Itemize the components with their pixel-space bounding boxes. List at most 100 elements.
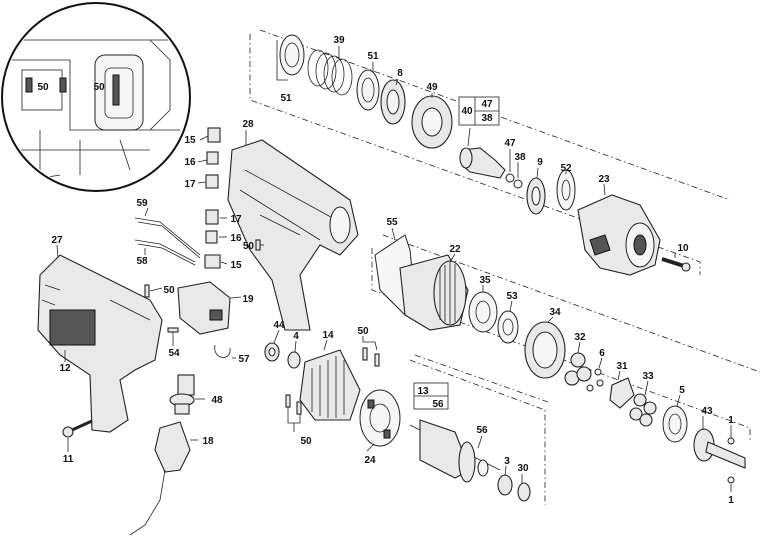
callout-51-left: 51 (280, 93, 292, 104)
callout-44: 44 (273, 320, 285, 331)
callout-35: 35 (479, 275, 491, 286)
callout-17-mid: 17 (230, 214, 242, 225)
callout-12: 12 (59, 363, 71, 374)
callout-56: 56 (476, 425, 488, 436)
planet-gears-33 (629, 393, 657, 427)
callout-6: 6 (599, 348, 605, 359)
callout-16-top: 16 (184, 157, 196, 168)
box-label-56: 56 (432, 399, 444, 410)
callout-54: 54 (168, 348, 180, 359)
leader-lines (56, 40, 732, 492)
pin-50-a (255, 239, 261, 251)
washer-51-right (356, 69, 380, 111)
callout-16-mid: 16 (230, 233, 242, 244)
washer-35 (468, 291, 498, 333)
callout-18: 18 (202, 436, 214, 447)
callout-39: 39 (333, 35, 345, 46)
callout-23: 23 (598, 174, 610, 185)
detail-inset: 50 50 (1, 2, 191, 192)
inset-label-50-right: 50 (93, 82, 105, 93)
trigger-rods (134, 217, 201, 266)
gear-housing-23 (577, 194, 661, 276)
box-label-38: 38 (481, 113, 493, 124)
callout-57: 57 (238, 354, 250, 365)
callout-17-top: 17 (184, 179, 196, 190)
callout-32: 32 (574, 332, 586, 343)
screw-11 (62, 419, 93, 438)
box-label-47: 47 (481, 99, 493, 110)
callout-58: 58 (136, 256, 148, 267)
ring-5 (662, 405, 688, 443)
box-40-47-38: 40 47 38 (458, 96, 500, 126)
spindle-43 (693, 428, 746, 469)
armature-56 (409, 419, 501, 483)
callout-1-lower: 1 (728, 495, 734, 506)
switch-parts-top (205, 127, 221, 189)
callout-53: 53 (506, 291, 518, 302)
washer-53 (497, 310, 519, 344)
ball-1-lower (727, 476, 735, 484)
inset-label-50-left: 50 (37, 82, 49, 93)
bearing-4 (287, 351, 301, 369)
spring-39 (307, 49, 353, 96)
carrier-31 (609, 377, 635, 409)
bearing-3 (497, 474, 513, 496)
pinion-30 (517, 482, 531, 502)
gear-case-22 (399, 254, 469, 331)
callout-15-top: 15 (184, 135, 196, 146)
callout-8: 8 (397, 68, 403, 79)
box-13-56: 13 56 (413, 382, 449, 410)
pin-54 (167, 327, 179, 333)
callout-47: 47 (504, 138, 516, 149)
switch-19 (177, 281, 231, 335)
callout-50-motor: 50 (357, 326, 369, 337)
ball-1-upper (727, 437, 735, 445)
callout-24: 24 (364, 455, 376, 466)
callout-30: 30 (517, 463, 529, 474)
field-coil-14 (299, 349, 361, 421)
housing-shell-28 (227, 139, 359, 331)
callout-38: 38 (514, 152, 526, 163)
callout-4: 4 (293, 331, 299, 342)
spring-clip-57 (214, 344, 231, 358)
box-label-13: 13 (417, 386, 429, 397)
callout-50-lower: 50 (300, 436, 312, 447)
callout-22: 22 (449, 244, 461, 255)
callout-28: 28 (242, 119, 254, 130)
callout-14: 14 (322, 330, 334, 341)
housing-shell-27 (37, 254, 163, 433)
cord-protector-48 (169, 374, 195, 415)
callout-19: 19 (242, 294, 254, 305)
callout-1-upper: 1 (728, 415, 734, 426)
washer-52 (556, 169, 576, 211)
callout-9: 9 (537, 157, 543, 168)
planet-gears-32 (564, 352, 592, 386)
callout-49: 49 (426, 82, 438, 93)
pins-50-group (285, 347, 380, 415)
ring-gear-34 (524, 321, 566, 379)
screw-10 (661, 257, 691, 272)
callout-59: 59 (136, 198, 148, 209)
callout-11: 11 (63, 454, 74, 465)
callout-33: 33 (642, 371, 654, 382)
callout-51-right: 51 (367, 51, 379, 62)
callout-43: 43 (701, 406, 713, 417)
switch-parts-mid (204, 209, 221, 269)
callouts: 51 39 51 8 49 28 15 16 17 47 38 9 52 23 … (51, 35, 734, 506)
spring-washer-group (279, 34, 453, 149)
callout-5: 5 (679, 385, 685, 396)
callout-3: 3 (504, 456, 510, 467)
callout-50-housing: 50 (243, 241, 255, 252)
callout-31: 31 (616, 361, 628, 372)
callout-15-mid: 15 (230, 260, 242, 271)
box-label-40: 40 (461, 106, 473, 117)
brush-plate-24 (359, 389, 401, 447)
callout-52: 52 (560, 163, 572, 174)
callout-27: 27 (51, 235, 63, 246)
anvil-assembly (459, 147, 523, 189)
power-cord-18 (129, 421, 191, 536)
callout-50-left: 50 (163, 285, 175, 296)
pins-6 (586, 368, 604, 392)
